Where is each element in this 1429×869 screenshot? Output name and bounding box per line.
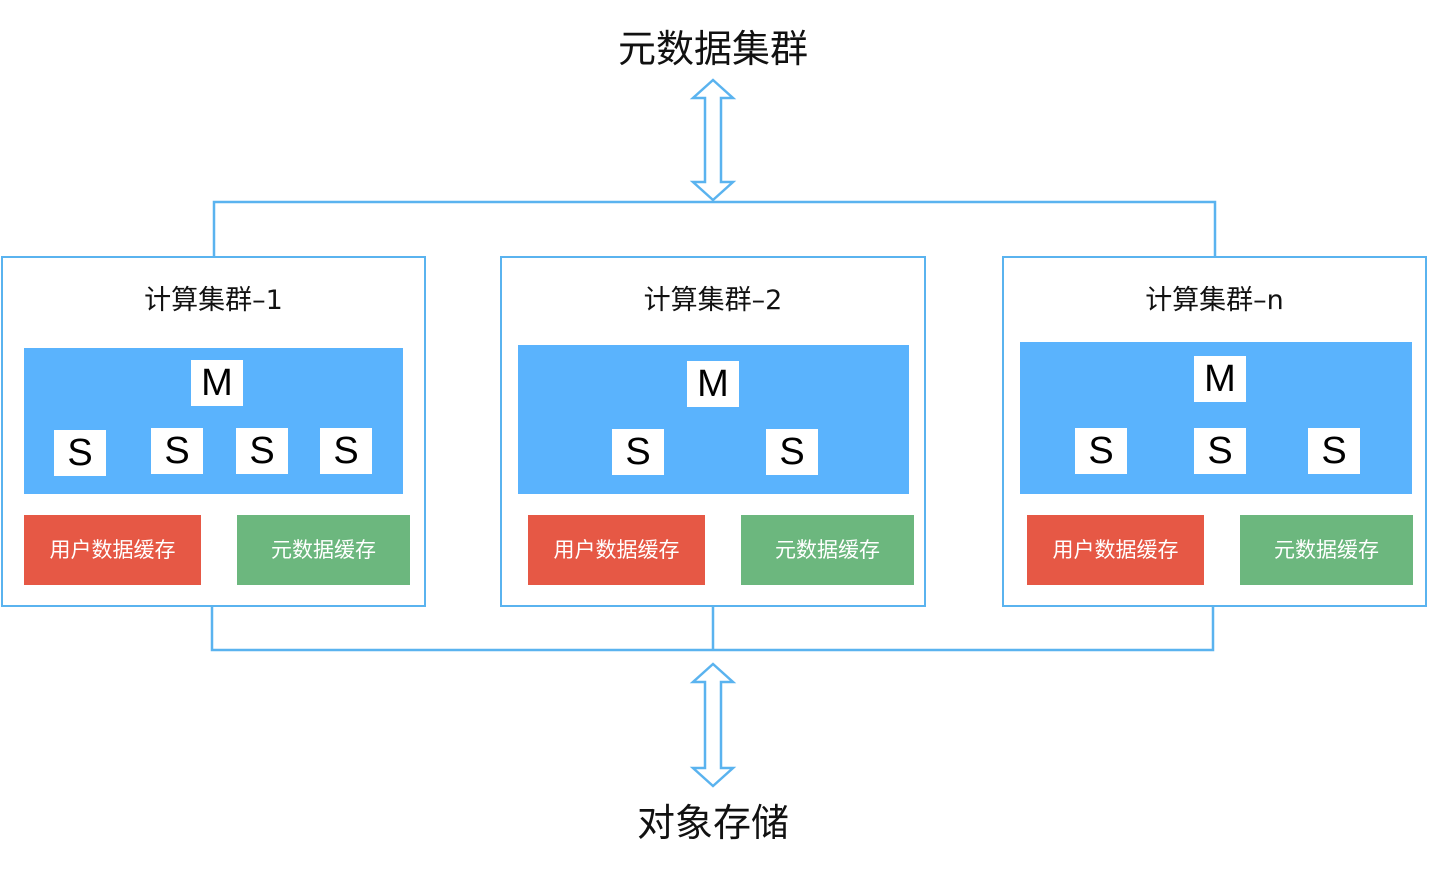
slave-node: S bbox=[612, 429, 664, 475]
cluster-title: 计算集群–2 bbox=[643, 285, 783, 316]
slave-node: S bbox=[1308, 428, 1360, 474]
cluster-title: 计算集群–1 bbox=[144, 285, 283, 316]
object-storage-label: 对象存储 bbox=[636, 801, 789, 845]
bottom-double-arrow bbox=[689, 662, 737, 788]
slave-node: S bbox=[54, 430, 106, 476]
cluster-title: 计算集群–n bbox=[1145, 285, 1284, 316]
slave-node: S bbox=[1194, 428, 1246, 474]
user-data-cache: 用户数据缓存 bbox=[528, 515, 705, 585]
metadata-cache: 元数据缓存 bbox=[237, 515, 410, 585]
master-node: M bbox=[191, 360, 243, 406]
metadata-cluster-label: 元数据集群 bbox=[617, 27, 808, 71]
compute-cluster-n: 计算集群–n M S S S 用户数据缓存 元数据缓存 bbox=[1002, 256, 1427, 607]
metadata-cache: 元数据缓存 bbox=[741, 515, 914, 585]
node-panel: M S S S S bbox=[24, 348, 403, 494]
slave-node: S bbox=[151, 428, 203, 474]
slave-node: S bbox=[1075, 428, 1127, 474]
slave-node: S bbox=[236, 428, 288, 474]
master-node: M bbox=[687, 361, 739, 407]
top-bus-line bbox=[212, 200, 1217, 258]
metadata-cache: 元数据缓存 bbox=[1240, 515, 1413, 585]
node-panel: M S S bbox=[518, 345, 909, 494]
compute-cluster-2: 计算集群–2 M S S 用户数据缓存 元数据缓存 bbox=[500, 256, 926, 607]
top-double-arrow bbox=[689, 78, 737, 202]
slave-node: S bbox=[320, 428, 372, 474]
user-data-cache: 用户数据缓存 bbox=[24, 515, 201, 585]
user-data-cache: 用户数据缓存 bbox=[1027, 515, 1204, 585]
node-panel: M S S S bbox=[1020, 342, 1412, 494]
slave-node: S bbox=[766, 429, 818, 475]
compute-cluster-1: 计算集群–1 M S S S S 用户数据缓存 元数据缓存 bbox=[1, 256, 426, 607]
master-node: M bbox=[1194, 356, 1246, 402]
